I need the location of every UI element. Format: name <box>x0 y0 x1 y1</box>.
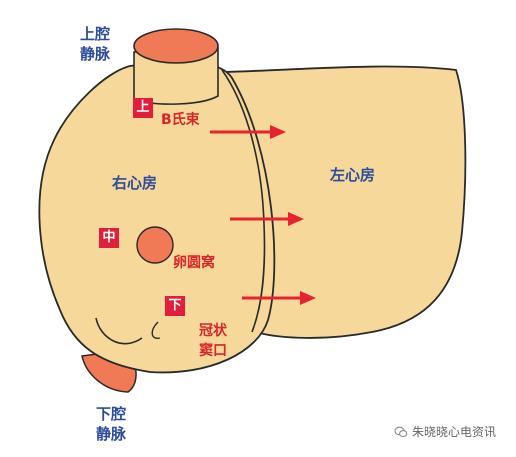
label-cs-line2: 窦口 <box>199 343 227 359</box>
marker-middle: 中 <box>99 228 119 248</box>
marker-upper: 上 <box>133 98 153 118</box>
label-fossa-ovalis: 卵圆窝 <box>173 255 215 271</box>
label-superior-vena-cava: 上腔 静脉 <box>80 24 110 64</box>
tricuspid-curve <box>95 317 143 345</box>
label-left-atrium: 左心房 <box>330 166 376 184</box>
wechat-icon <box>394 426 408 437</box>
superior-vena-cava-opening <box>133 28 219 64</box>
label-svc-line1: 上腔 <box>80 25 111 43</box>
arrow-middle <box>230 212 304 226</box>
label-ivc-line1: 下腔 <box>96 405 127 423</box>
marker-lower: 下 <box>165 296 185 316</box>
label-svc-line2: 静脉 <box>80 45 111 63</box>
label-coronary-sinus-ostium: 冠状 窦口 <box>199 321 227 361</box>
label-bachmann-bundle: B氏束 <box>161 112 200 128</box>
label-ivc-line2: 静脉 <box>96 425 127 443</box>
watermark-text: 朱晓晓心电资讯 <box>412 425 497 439</box>
arrow-upper <box>210 125 286 139</box>
interatrial-border <box>221 69 266 333</box>
watermark: 朱晓晓心电资讯 <box>394 423 496 440</box>
right-atrium-body <box>38 61 276 374</box>
coronary-sinus-curl <box>151 321 161 339</box>
label-cs-line1: 冠状 <box>199 323 227 339</box>
label-inferior-vena-cava: 下腔 静脉 <box>96 404 126 444</box>
arrow-lower <box>242 291 316 305</box>
fossa-ovalis-circle <box>136 226 174 264</box>
label-right-atrium: 右心房 <box>112 174 158 192</box>
